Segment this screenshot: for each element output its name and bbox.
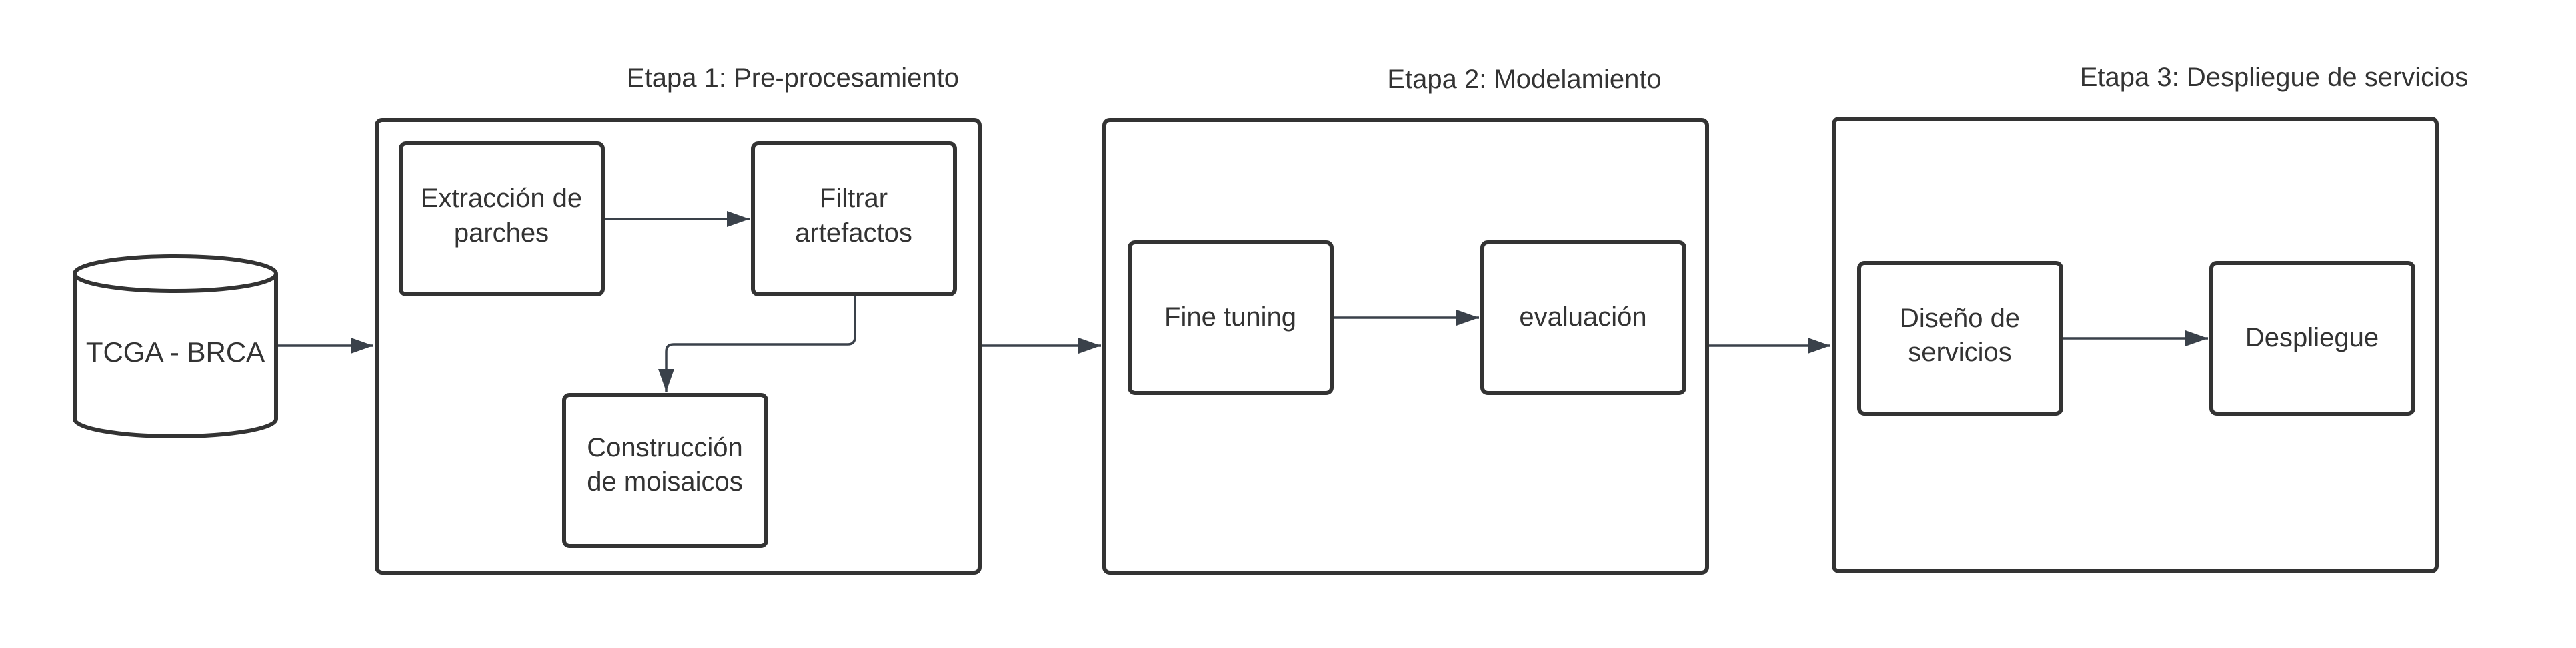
node-diseno-line-1: Diseño de: [1900, 304, 2020, 333]
stage-3-frame: [1832, 117, 2439, 573]
node-construccion-line-1: Construcción: [587, 433, 742, 462]
node-evaluacion-label: evaluación: [1519, 302, 1646, 332]
node-evaluacion: evaluación: [1480, 240, 1686, 395]
node-extraccion-line-1: Extracción de: [421, 184, 582, 213]
node-extraccion-line-2: parches: [454, 218, 549, 248]
arrow-filtrar-to-construccion: [658, 296, 856, 392]
node-construccion: Construcción de moisaicos: [562, 393, 768, 548]
stage-2-title: Etapa 2: Modelamiento: [1387, 65, 1661, 94]
node-fine-tuning-label: Fine tuning: [1164, 302, 1296, 332]
database-label: TCGA - BRCA: [86, 336, 265, 368]
node-despliegue: Despliegue: [2209, 261, 2415, 416]
stage-3-title: Etapa 3: Despliegue de servicios: [2080, 63, 2469, 92]
stage-1-title: Etapa 1: Pre-procesamiento: [627, 63, 959, 93]
node-filtrar-line-2: artefactos: [795, 218, 912, 248]
node-construccion-line-2: de moisaicos: [587, 467, 742, 497]
database-cylinder: TCGA - BRCA: [73, 254, 278, 438]
node-filtrar-line-1: Filtrar: [820, 184, 888, 213]
node-despliegue-label: Despliegue: [2245, 323, 2379, 352]
node-diseno-line-2: servicios: [1908, 338, 2012, 367]
node-diseno: Diseño de servicios: [1857, 261, 2063, 416]
stage-2-frame: [1102, 118, 1709, 575]
node-extraccion: Extracción de parches: [399, 141, 605, 296]
node-fine-tuning: Fine tuning: [1128, 240, 1334, 395]
node-filtrar: Filtrar artefactos: [751, 141, 957, 296]
